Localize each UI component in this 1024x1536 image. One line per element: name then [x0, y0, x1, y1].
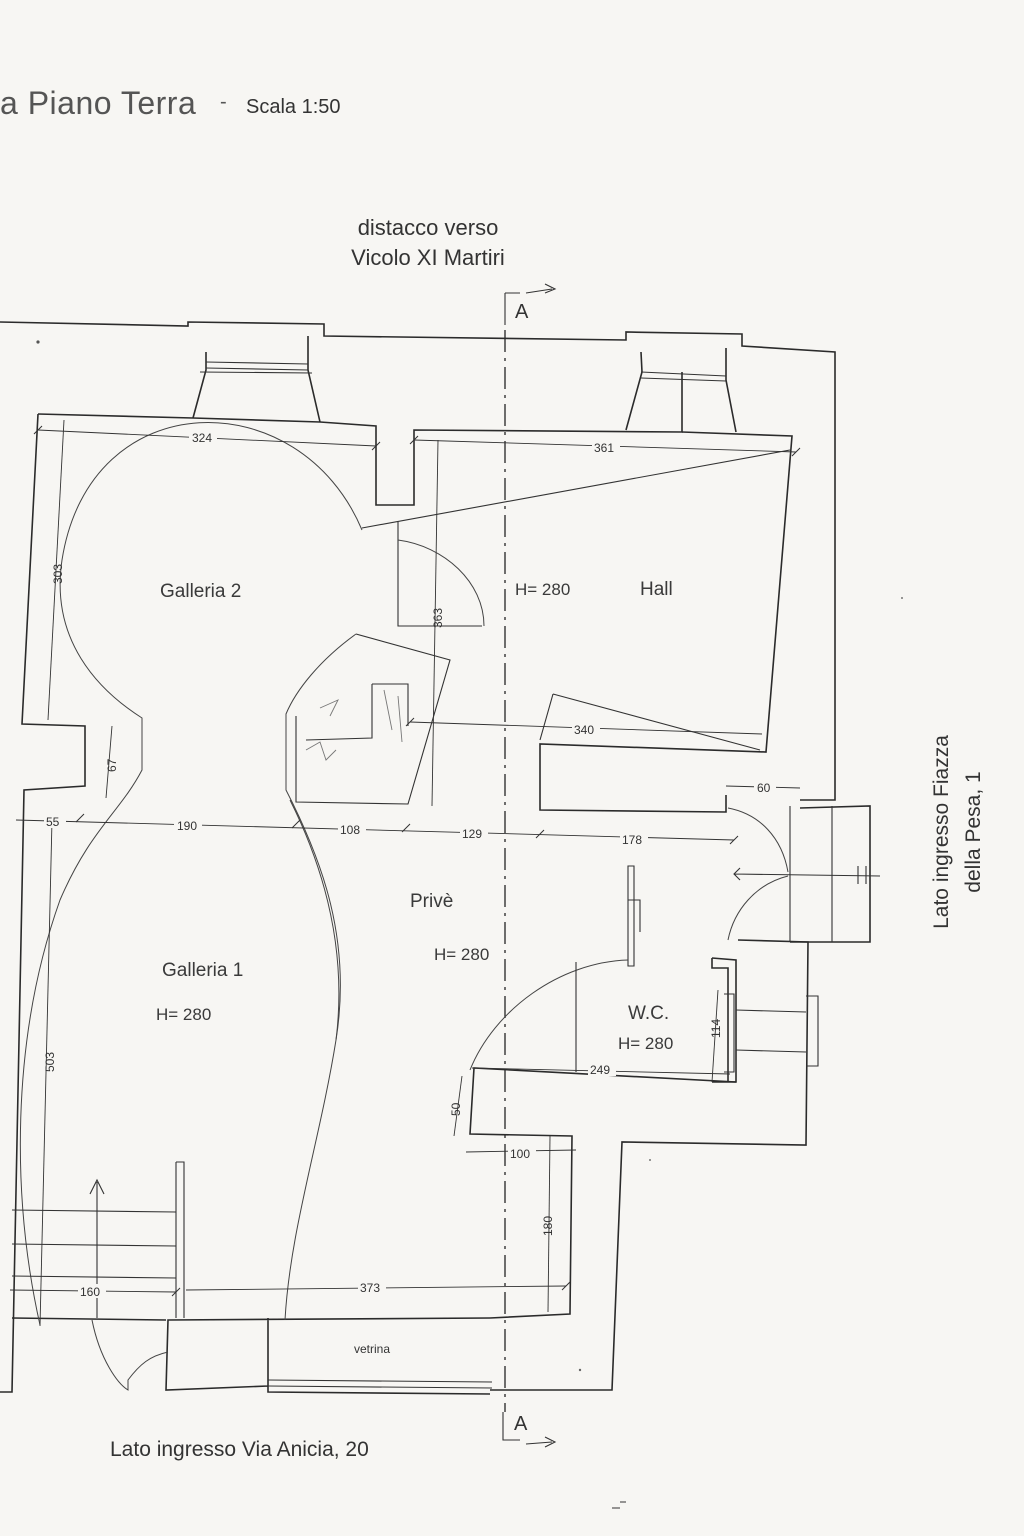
- dimension-labels: 324 361 303 363 340 67 60 55 190 108 129…: [43, 430, 776, 1299]
- section-marker-top: A: [504, 283, 557, 325]
- south-label: Lato ingresso Via Anicia, 20: [110, 1438, 369, 1461]
- scan-marks: [36, 340, 903, 1509]
- dim-55: 55: [46, 815, 60, 829]
- scale-label: Scala 1:50: [246, 96, 341, 118]
- dimension-lines: [9, 419, 801, 1327]
- title-dash: -: [220, 91, 227, 113]
- room-wc: W.C.: [628, 1003, 669, 1024]
- dim-60: 60: [757, 781, 771, 795]
- vetrina-label: vetrina: [354, 1342, 390, 1356]
- east-label-line1: Lato ingresso Fiazza: [930, 735, 953, 929]
- dim-114: 114: [709, 1019, 723, 1038]
- room-labels: Galleria 2 Hall H= 280 Privè H= 280 Gall…: [156, 579, 673, 1356]
- room-hall: Hall: [640, 579, 673, 600]
- dim-190: 190: [177, 819, 197, 833]
- dim-67: 67: [105, 758, 119, 772]
- height-prive: H= 280: [434, 945, 489, 964]
- dim-100: 100: [510, 1147, 530, 1161]
- dim-129: 129: [462, 827, 482, 841]
- dim-50: 50: [449, 1102, 463, 1116]
- room-galleria-1: Galleria 1: [162, 960, 243, 981]
- north-label-line1: distacco verso: [358, 215, 499, 240]
- room-galleria-2: Galleria 2: [160, 581, 241, 602]
- dim-340: 340: [574, 723, 594, 737]
- height-galleria-1: H= 280: [156, 1005, 211, 1024]
- room-prive: Privè: [410, 891, 453, 912]
- dim-303: 303: [51, 564, 65, 584]
- north-label-line2: Vicolo XI Martiri: [351, 245, 505, 270]
- dim-178: 178: [622, 833, 642, 847]
- dim-108: 108: [340, 823, 360, 837]
- section-label-bottom: A: [514, 1413, 528, 1435]
- height-wc: H= 280: [618, 1034, 673, 1053]
- dim-363: 363: [431, 608, 445, 628]
- plan-title: a Piano Terra: [0, 85, 196, 121]
- height-hall: H= 280: [515, 580, 570, 599]
- dim-373: 373: [360, 1281, 380, 1295]
- section-label-top: A: [515, 301, 529, 323]
- dim-180: 180: [541, 1216, 555, 1236]
- dim-324: 324: [192, 431, 212, 445]
- section-marker-bottom: A: [502, 1412, 557, 1448]
- exterior-walls: [0, 321, 871, 1395]
- east-label-line2: della Pesa, 1: [962, 771, 985, 892]
- dim-503: 503: [43, 1052, 57, 1072]
- interior-walls: [11, 422, 881, 1391]
- dim-160: 160: [80, 1285, 100, 1299]
- dim-249: 249: [590, 1063, 610, 1077]
- dim-361: 361: [594, 441, 614, 455]
